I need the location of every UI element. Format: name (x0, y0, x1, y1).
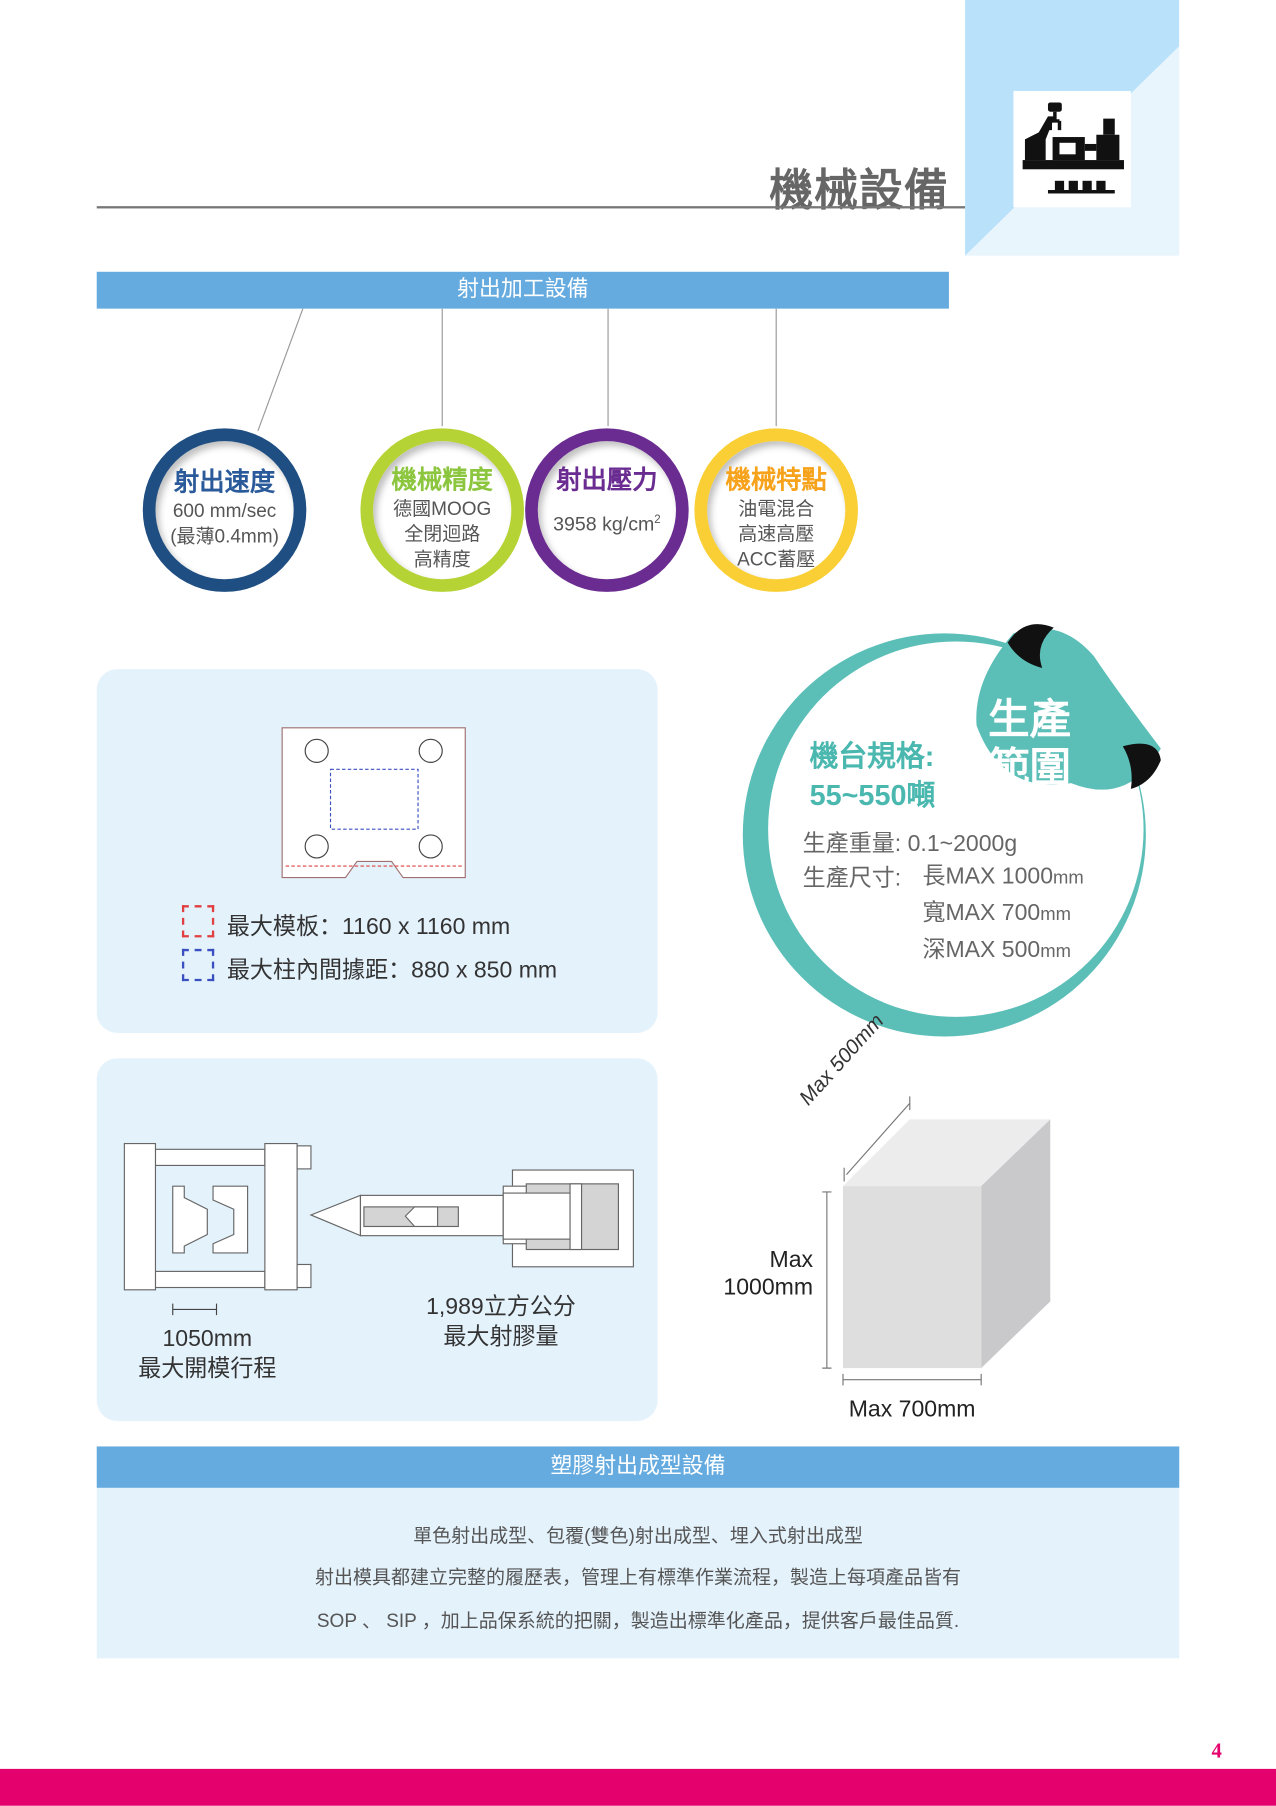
feature-line: 德國MOOG (393, 498, 492, 520)
feature-title: 機械精度 (391, 465, 493, 495)
description-line: 射出模具都建立完整的履歷表，管理上有標準作業流程，製造上每項產品皆有 (314, 1567, 962, 1589)
feature-title: 射出壓力 (556, 465, 658, 495)
max-size-cube (822, 1096, 1051, 1386)
feature-line: 3958 kg/cm (553, 513, 655, 536)
ribbon-curl-top (1007, 624, 1054, 668)
feature-line: 高速高壓 (738, 523, 815, 545)
feature-line: ACC蓄壓 (737, 549, 816, 571)
legend-swatch-max-platen (181, 905, 215, 938)
connector-lines (257, 308, 777, 431)
feature-line: 高精度 (413, 549, 471, 571)
superscript: 2 (654, 513, 661, 527)
feature-line: 600 mm/sec (172, 500, 277, 522)
label-line: Max (769, 1247, 814, 1273)
spec-label: 機台規格: (809, 740, 935, 773)
spec-value: 55~550噸 (809, 779, 936, 812)
title-divider (96, 206, 966, 209)
injection-machine-icon (1013, 90, 1131, 208)
description-line: SOP 、 SIP ，加上品保系統的把關，製造出標準化產品，提供客戶最佳品質. (316, 1611, 960, 1632)
size-value: 深MAX 500 (922, 937, 1041, 963)
size-unit: mm (1053, 868, 1084, 888)
production-weight: 生產重量: 0.1~2000g (802, 831, 1018, 857)
production-range-graphic (742, 624, 1161, 1037)
footer-bar (0, 1768, 1276, 1806)
size-list: 長MAX 1000mm 寬MAX 700mm 深MAX 500mm (922, 859, 1083, 970)
section-bar-injection-equipment: 射出加工設備 (96, 271, 949, 309)
feature-line: 油電混合 (738, 498, 815, 520)
platen-diagram (281, 727, 466, 879)
size-value: 寬MAX 700 (922, 900, 1041, 926)
ribbon-curl-bottom (1122, 743, 1161, 789)
page-number: 4 (1211, 1738, 1222, 1762)
injection-machine-diagram (123, 1142, 634, 1316)
badge-line: 生產 (988, 695, 1072, 743)
cube-height-label: Max 1000mm (698, 1246, 813, 1301)
description-line: 單色射出成型、包覆(雙色)射出成型、埋入式射出成型 (413, 1525, 863, 1547)
stroke-value: 1050mm (162, 1326, 253, 1353)
feature-title: 射出速度 (173, 467, 276, 497)
size-unit: mm (1040, 942, 1071, 962)
size-label: 生產尺寸: (802, 866, 902, 892)
description-panel: 單色射出成型、包覆(雙色)射出成型、埋入式射出成型 射出模具都建立完整的履歷表，… (96, 1487, 1180, 1659)
shot-volume-label: 最大射膠量 (443, 1324, 559, 1350)
size-unit: mm (1040, 905, 1071, 925)
cube-width-label: Max 700mm (848, 1396, 976, 1423)
feature-line: 全閉迴路 (404, 523, 481, 545)
stroke-label: 最大開模行程 (138, 1356, 277, 1382)
feature-circle-machine-features: 機械特點 油電混合 高速高壓 ACC蓄壓 (694, 428, 858, 592)
range-badge: 生產 範圍 (988, 696, 1071, 793)
legend-max-platen: 最大模板：1160 x 1160 mm (226, 914, 511, 940)
label-line: 1000mm (723, 1274, 814, 1301)
badge-line: 範圍 (988, 743, 1072, 792)
shot-volume-value: 1,989立方公分 (426, 1294, 576, 1320)
legend-swatch-tie-bar (181, 948, 215, 982)
feature-line: (最薄0.4mm) (170, 526, 279, 548)
legend-tie-bar-distance: 最大柱內間據距：880 x 850 mm (226, 958, 558, 984)
size-value: 長MAX 1000 (922, 863, 1054, 890)
feature-title: 機械特點 (725, 465, 827, 495)
section-bar-plastic-molding: 塑膠射出成型設備 (96, 1446, 1180, 1488)
machine-spec: 機台規格: 55~550噸 (810, 737, 936, 815)
